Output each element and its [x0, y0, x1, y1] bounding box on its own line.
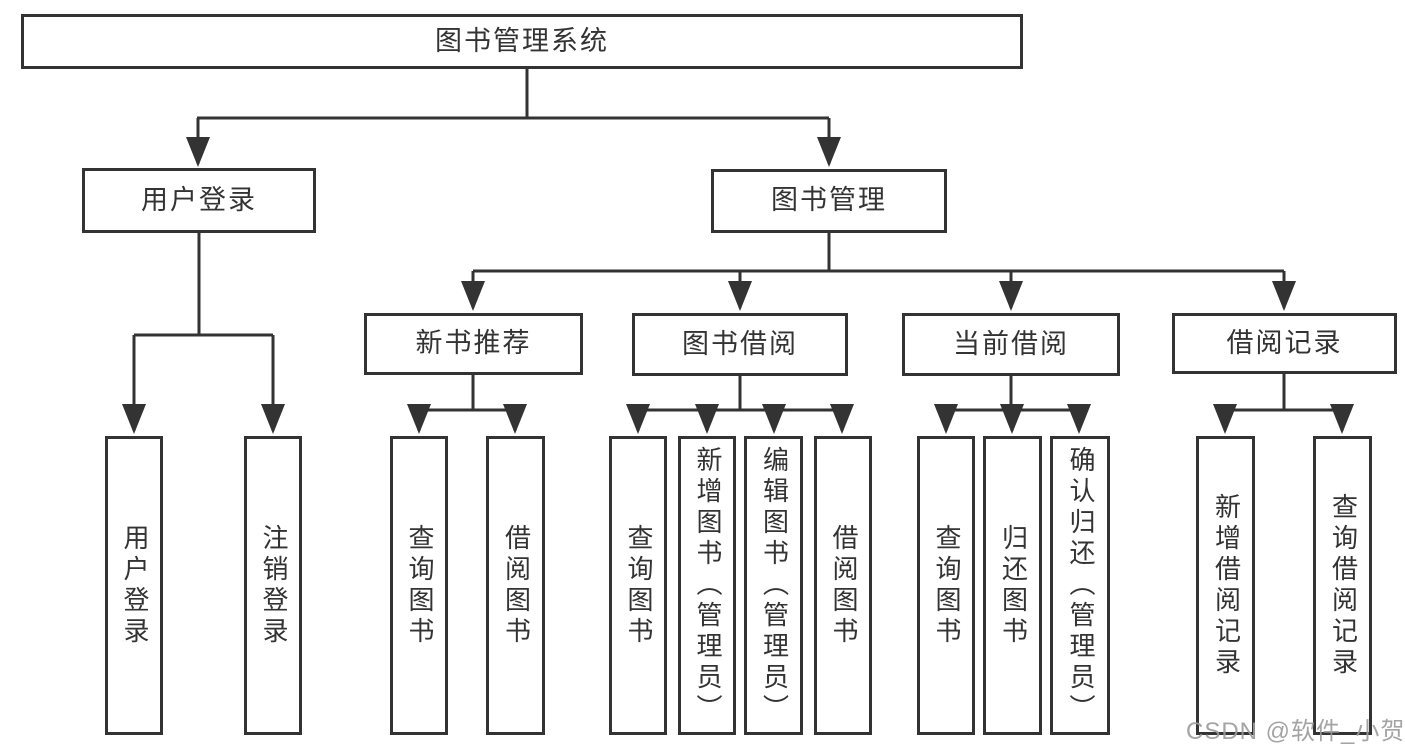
leaf-cb-query-books: 查询图书: [917, 436, 975, 735]
leaf-nb-borrow-books-label: 借阅图书: [501, 523, 532, 648]
node-new-book-recommend: 新书推荐: [364, 313, 583, 375]
node-root-system-label: 图书管理系统: [435, 25, 609, 56]
leaf-bb-edit-books-admin: 编辑图书（管理员）: [744, 436, 803, 735]
leaf-br-query-record-label: 查询借阅记录: [1328, 492, 1359, 679]
leaf-cb-confirm-return-admin: 确认归还（管理员）: [1050, 436, 1110, 735]
connector-new-book-rec-to-leaves: [419, 375, 515, 412]
node-user-login-label: 用户登录: [141, 184, 257, 215]
leaf-br-add-record: 新增借阅记录: [1196, 436, 1255, 735]
node-new-book-recommend-label: 新书推荐: [415, 328, 532, 359]
connector-current-borrow-to-leaves: [946, 376, 1079, 412]
leaf-cb-return-books: 归还图书: [983, 436, 1042, 735]
leaf-cb-query-books-label: 查询图书: [931, 523, 962, 648]
leaf-bb-add-books-admin: 新增图书（管理员）: [678, 436, 736, 735]
leaf-bb-query-books-label: 查询图书: [623, 523, 654, 648]
node-book-management: 图书管理: [711, 169, 947, 233]
connector-book-borrow-to-leaves: [638, 376, 842, 412]
leaf-br-query-record: 查询借阅记录: [1313, 436, 1372, 735]
leaf-bb-edit-books-admin-label: 编辑图书（管理员）: [759, 446, 790, 725]
connector-book-management-to-level3: [473, 233, 1284, 273]
node-borrowing-records: 借阅记录: [1172, 313, 1397, 374]
node-current-borrowing-label: 当前借阅: [953, 328, 1069, 359]
leaf-nb-borrow-books: 借阅图书: [486, 436, 545, 735]
leaf-bb-borrow-books: 借阅图书: [814, 436, 872, 735]
leaf-nb-query-books-label: 查询图书: [404, 523, 435, 648]
leaf-user-login-label: 用户登录: [119, 523, 150, 648]
leaf-cb-return-books-label: 归还图书: [998, 523, 1029, 648]
leaf-logout-label: 注销登录: [258, 523, 289, 648]
node-borrowing-records-label: 借阅记录: [1226, 327, 1343, 358]
leaf-nb-query-books: 查询图书: [390, 436, 448, 735]
leaf-user-login: 用户登录: [105, 436, 163, 735]
leaf-logout: 注销登录: [244, 436, 302, 735]
leaf-bb-add-books-admin-label: 新增图书（管理员）: [692, 446, 723, 725]
connector-borrow-records-to-leaves: [1225, 374, 1342, 412]
leaf-bb-query-books: 查询图书: [609, 436, 667, 735]
leaf-cb-confirm-return-admin-label: 确认归还（管理员）: [1065, 446, 1096, 725]
node-book-management-label: 图书管理: [771, 185, 887, 216]
node-book-borrowing-label: 图书借阅: [682, 328, 798, 359]
csdn-watermark: CSDN @软件_小贺同学: [1186, 718, 1405, 745]
leaf-bb-borrow-books-label: 借阅图书: [828, 523, 859, 648]
node-book-borrowing: 图书借阅: [632, 313, 848, 376]
connector-root-to-level2: [197, 69, 829, 120]
leaf-br-add-record-label: 新增借阅记录: [1211, 492, 1242, 679]
node-root-system: 图书管理系统: [21, 14, 1023, 69]
node-current-borrowing: 当前借阅: [902, 313, 1120, 376]
connector-user-login-to-leaves: [134, 232, 273, 337]
node-user-login: 用户登录: [82, 168, 316, 233]
